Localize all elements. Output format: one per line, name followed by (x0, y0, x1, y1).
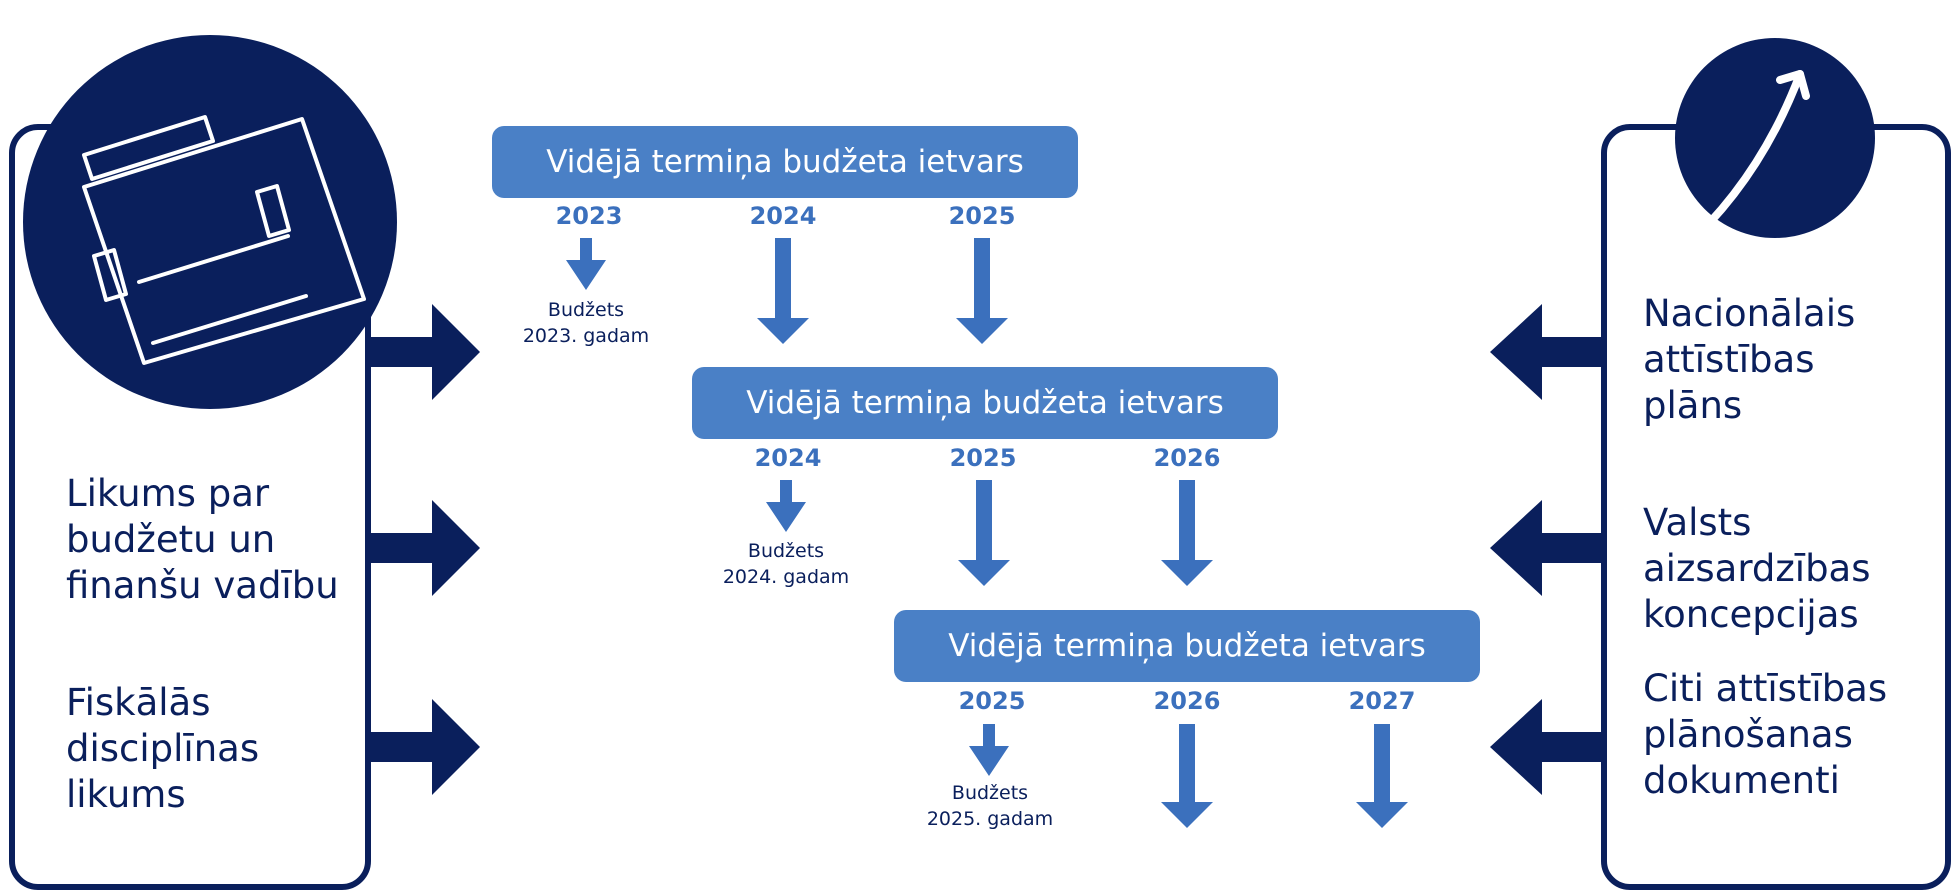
left-icon-circle (23, 35, 397, 409)
year-label: 2027 (1348, 687, 1416, 715)
year-label: 2025 (949, 444, 1017, 472)
framework-pill-1 (492, 126, 1078, 198)
right-arrow-1 (370, 304, 480, 400)
year-arrow-3a (1161, 724, 1213, 828)
year-label: 2024 (749, 202, 817, 230)
briefcase-icon (82, 115, 366, 365)
budget-arrow-3 (969, 724, 1009, 776)
year-label: 2026 (1153, 687, 1221, 715)
year-arrow-2b (1161, 480, 1213, 586)
year-arrow-3b (1356, 724, 1408, 828)
framework-pill-3 (894, 610, 1480, 682)
right-item-national-plan: Nacionālais attīstības plāns (1643, 292, 1856, 427)
right-arrow-2 (370, 500, 480, 596)
year-arrow-1b (956, 238, 1008, 344)
year-label: 2023 (555, 202, 623, 230)
budget-label-3: Budžets 2025. gadam (926, 782, 1054, 830)
left-item-budget-law: Likums par budžetu un finanšu vadību (66, 472, 339, 607)
left-arrow-3 (1490, 699, 1604, 795)
budget-label-2: Budžets 2024. gadam (722, 540, 850, 588)
budget-arrow-2 (766, 480, 806, 532)
year-arrow-2a (958, 480, 1010, 586)
right-item-defence-concepts: Valsts aizsardzības koncepcijas (1643, 501, 1871, 636)
left-item-fiscal-law: Fiskālās disciplīnas likums (66, 681, 260, 816)
budget-arrow-1 (566, 238, 606, 290)
year-label: 2024 (754, 444, 822, 472)
year-label: 2025 (948, 202, 1016, 230)
year-label: 2025 (958, 687, 1026, 715)
framework-title-1: Vidējā termiņa budžeta ietvars (546, 144, 1024, 180)
framework-title-2: Vidējā termiņa budžeta ietvars (746, 385, 1224, 421)
budget-label-1: Budžets 2023. gadam (522, 299, 650, 347)
right-item-other-documents: Citi attīstības plānošanas dokumenti (1643, 667, 1888, 802)
left-arrow-2 (1490, 500, 1604, 596)
year-arrow-1a (757, 238, 809, 344)
right-arrow-3 (370, 699, 480, 795)
year-label: 2026 (1153, 444, 1221, 472)
growth-arrow-icon (1678, 70, 1810, 254)
framework-pill-2 (692, 367, 1278, 439)
framework-title-3: Vidējā termiņa budžeta ietvars (948, 628, 1426, 664)
left-arrow-1 (1490, 304, 1604, 400)
